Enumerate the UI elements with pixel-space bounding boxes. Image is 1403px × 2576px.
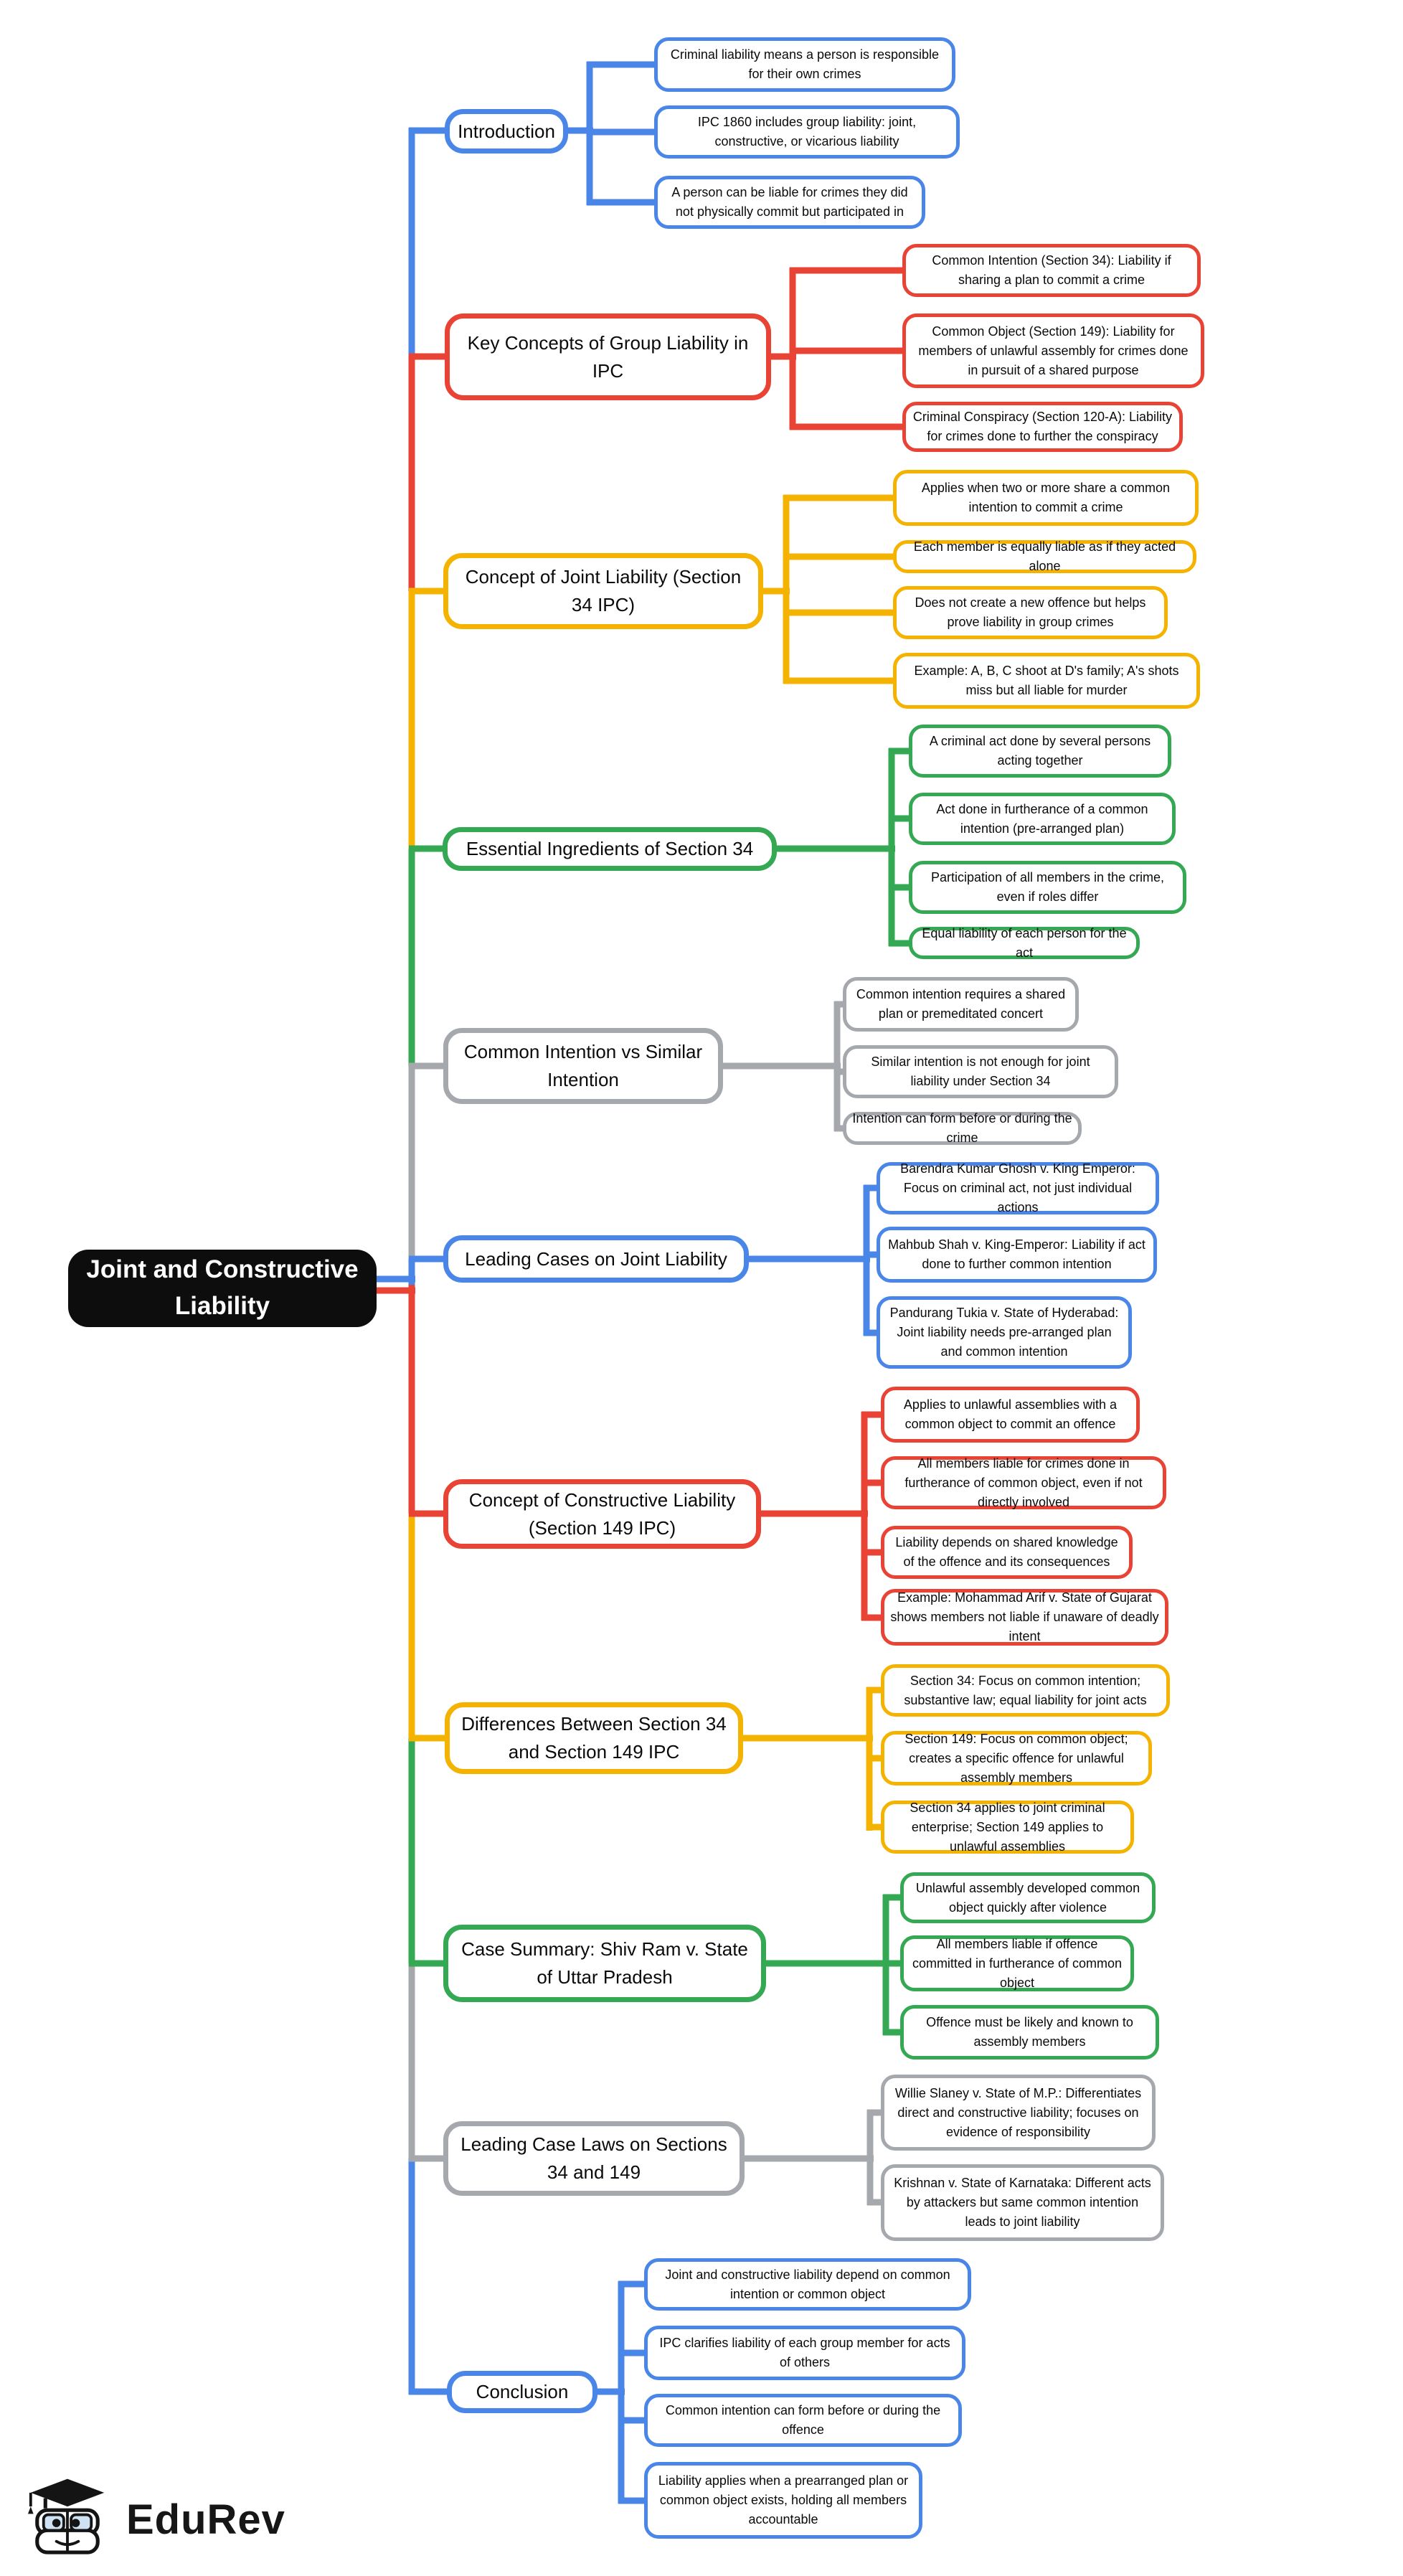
- leaf-node: Common intention requires a shared plan …: [843, 977, 1079, 1032]
- leaf-node: IPC clarifies liability of each group me…: [644, 2326, 965, 2380]
- branch-connector-introduction: [409, 61, 657, 206]
- leaf-node: Mahbub Shah v. King-Emperor: Liability i…: [877, 1227, 1157, 1283]
- root-node: Joint and Constructive Liability: [68, 1250, 377, 1327]
- branch-connector-case-summary: [409, 1894, 903, 2036]
- branch-connector-conclusion: [409, 2280, 647, 2504]
- leaf-node: Intention can form before or during the …: [843, 1111, 1082, 1145]
- branch-label-constructive-liability: Concept of Constructive Liability (Secti…: [443, 1479, 761, 1549]
- branch-connector-leading-case-laws: [409, 2109, 884, 2206]
- leaf-node: Section 149: Focus on common object; cre…: [881, 1731, 1152, 1785]
- leaf-node: Criminal Conspiracy (Section 120-A): Lia…: [902, 402, 1183, 452]
- branch-label-case-summary: Case Summary: Shiv Ram v. State of Uttar…: [443, 1925, 766, 2002]
- branch-connector-differences: [409, 1686, 884, 1831]
- branch-label-leading-case-laws: Leading Case Laws on Sections 34 and 149: [443, 2121, 745, 2196]
- leaf-node: Each member is equally liable as if they…: [893, 539, 1196, 573]
- leaf-node: Example: A, B, C shoot at D's family; A'…: [893, 653, 1200, 709]
- leaf-node: All members liable for crimes done in fu…: [881, 1456, 1166, 1509]
- leaf-node: Liability applies when a prearranged pla…: [644, 2462, 922, 2539]
- leaf-node: Does not create a new offence but helps …: [893, 586, 1168, 639]
- leaf-node: Example: Mohammad Arif v. State of Gujar…: [881, 1589, 1168, 1646]
- branch-label-essential-ingredients: Essential Ingredients of Section 34: [443, 827, 777, 871]
- leaf-node: A person can be liable for crimes they d…: [654, 176, 925, 229]
- branch-connector-essential-ingredients: [409, 747, 912, 947]
- branch-label-key-concepts: Key Concepts of Group Liability in IPC: [445, 313, 771, 400]
- leaf-node: Unlawful assembly developed common objec…: [900, 1872, 1156, 1923]
- leaf-node: Joint and constructive liability depend …: [644, 2258, 971, 2311]
- leaf-node: All members liable if offence committed …: [900, 1935, 1134, 1991]
- leaf-node: Common Intention (Section 34): Liability…: [902, 244, 1201, 297]
- edurev-logo-text: EduRev: [126, 2496, 285, 2543]
- leaf-node: Offence must be likely and known to asse…: [900, 2005, 1159, 2060]
- leaf-node: Section 34: Focus on common intention; s…: [881, 1664, 1170, 1717]
- leaf-node: Section 34 applies to joint criminal ent…: [881, 1801, 1134, 1854]
- branch-label-differences: Differences Between Section 34 and Secti…: [445, 1702, 743, 1774]
- branch-label-leading-cases: Leading Cases on Joint Liability: [443, 1235, 749, 1283]
- leaf-node: IPC 1860 includes group liability: joint…: [654, 105, 960, 159]
- spine-segment-red: [369, 357, 415, 1514]
- branch-label-conclusion: Conclusion: [447, 2371, 597, 2413]
- leaf-node: Willie Slaney v. State of M.P.: Differen…: [881, 2075, 1156, 2151]
- leaf-node: Common Object (Section 149): Liability f…: [902, 313, 1204, 388]
- branch-connector-constructive-liability: [409, 1411, 884, 1621]
- leaf-node: Barendra Kumar Ghosh v. King Emperor: Fo…: [877, 1161, 1159, 1214]
- leaf-node: Pandurang Tukia v. State of Hyderabad: J…: [877, 1296, 1132, 1369]
- spine-segment-blue: [369, 128, 415, 2395]
- leaf-node: Equal liability of each person for the a…: [909, 926, 1140, 960]
- leaf-node: A criminal act done by several persons a…: [909, 725, 1171, 778]
- edurev-mascot-icon: [27, 2478, 105, 2554]
- leaf-node: Krishnan v. State of Karnataka: Differen…: [881, 2164, 1164, 2241]
- leaf-node: Criminal liability means a person is res…: [654, 37, 955, 92]
- leaf-node: Act done in furtherance of a common inte…: [909, 793, 1176, 845]
- branch-connector-joint-liability: [409, 494, 896, 684]
- leaf-node: Liability depends on shared knowledge of…: [881, 1526, 1133, 1579]
- leaf-node: Common intention can form before or duri…: [644, 2394, 962, 2447]
- branch-connector-leading-cases: [409, 1184, 879, 1336]
- branch-label-introduction: Introduction: [445, 109, 568, 154]
- edurev-logo: EduRev: [22, 2473, 285, 2565]
- leaf-node: Applies when two or more share a common …: [893, 470, 1199, 526]
- leaf-node: Applies to unlawful assemblies with a co…: [881, 1387, 1140, 1443]
- branch-label-joint-liability: Concept of Joint Liability (Section 34 I…: [443, 553, 763, 629]
- branch-connector-key-concepts: [409, 267, 905, 430]
- branch-connector-common-vs-similar: [409, 1001, 846, 1132]
- leaf-node: Participation of all members in the crim…: [909, 861, 1186, 914]
- leaf-node: Similar intention is not enough for join…: [843, 1045, 1118, 1098]
- branch-label-common-vs-similar: Common Intention vs Similar Intention: [443, 1028, 723, 1104]
